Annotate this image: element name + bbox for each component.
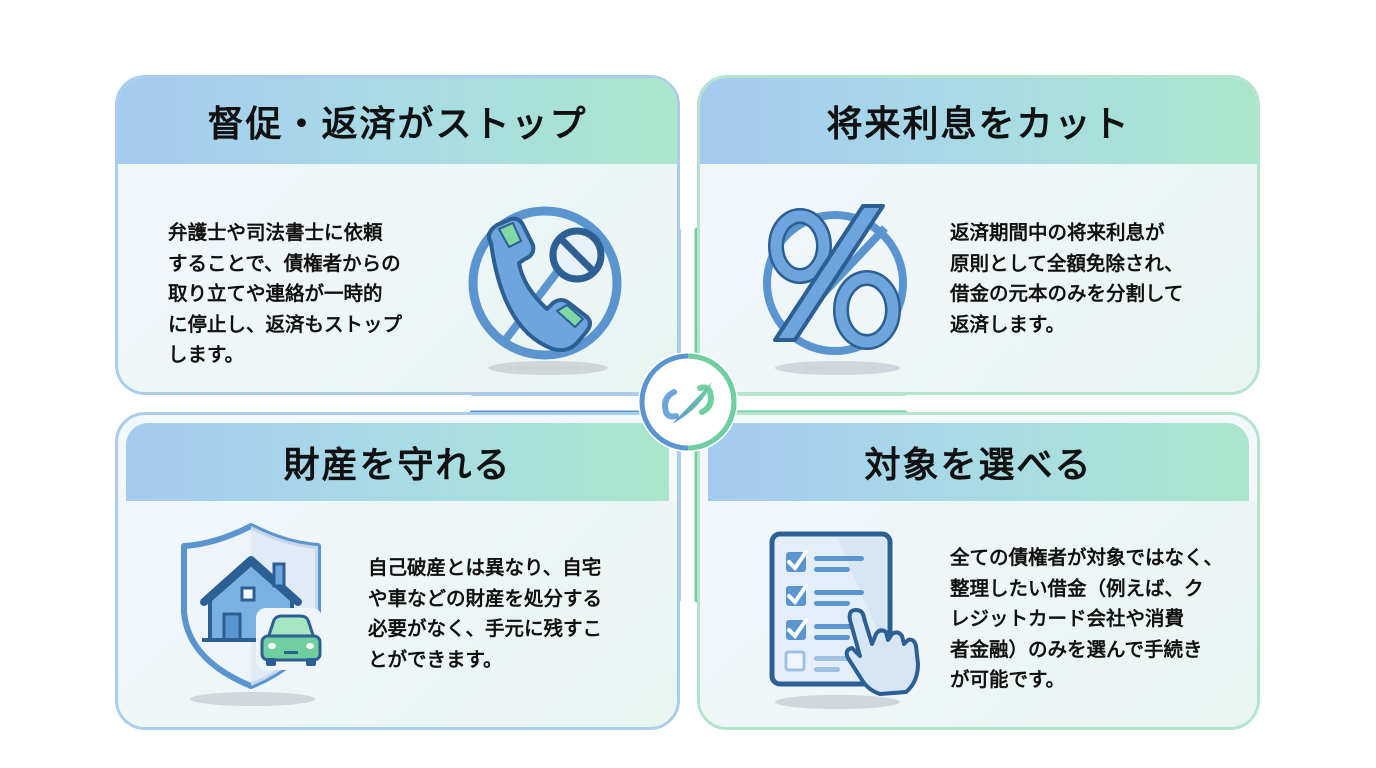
card-stop-collection: 督促・返済がストップ 弁護士や司法書士に依頼 することで、債権者からの 取り立て… [115, 75, 680, 395]
card-description: 全ての債権者が対象ではなく、 整理したい借金（例えば、ク レジットカード会社や消… [950, 546, 1224, 691]
shield-house-car-icon [181, 523, 322, 689]
card-title: 督促・返済がストップ [118, 78, 677, 164]
card-select-targets: 対象を選べる 全ての債権者が対象ではなく、 整理したい借金（例えば、ク レジット… [697, 412, 1260, 730]
icon-shadow [190, 692, 315, 706]
center-hub [638, 352, 738, 452]
icon-shadow [775, 695, 900, 709]
card-cut-interest: 将来利息をカット 返済期間中の将来利息が 原則として全額免除され、 借金の元本の… [697, 75, 1260, 395]
icon-shadow [488, 361, 608, 375]
card-title: 財産を守れる [126, 423, 669, 501]
card-protect-property: 財産を守れる 自己破産とは異なり、自宅 や車などの財産を処分する 必要がなく、手… [115, 412, 680, 730]
leaf-link-icon [639, 353, 737, 451]
checklist-hand-icon [769, 531, 920, 696]
card-description: 自己破産とは異なり、自宅 や車などの財産を処分する 必要がなく、手元に残すこ と… [368, 556, 603, 671]
card-description: 弁護士や司法書士に依頼 することで、債権者からの 取り立てや連絡が一時的 に停止… [168, 221, 403, 366]
phone-prohibited-icon [468, 206, 622, 360]
card-title: 将来利息をカット [700, 78, 1257, 164]
percent-crossed-icon [763, 204, 907, 355]
card-title: 対象を選べる [708, 423, 1249, 501]
card-description: 返済期間中の将来利息が 原則として全額免除され、 借金の元本のみを分割して 返済… [950, 221, 1184, 336]
icon-shadow [775, 361, 900, 375]
